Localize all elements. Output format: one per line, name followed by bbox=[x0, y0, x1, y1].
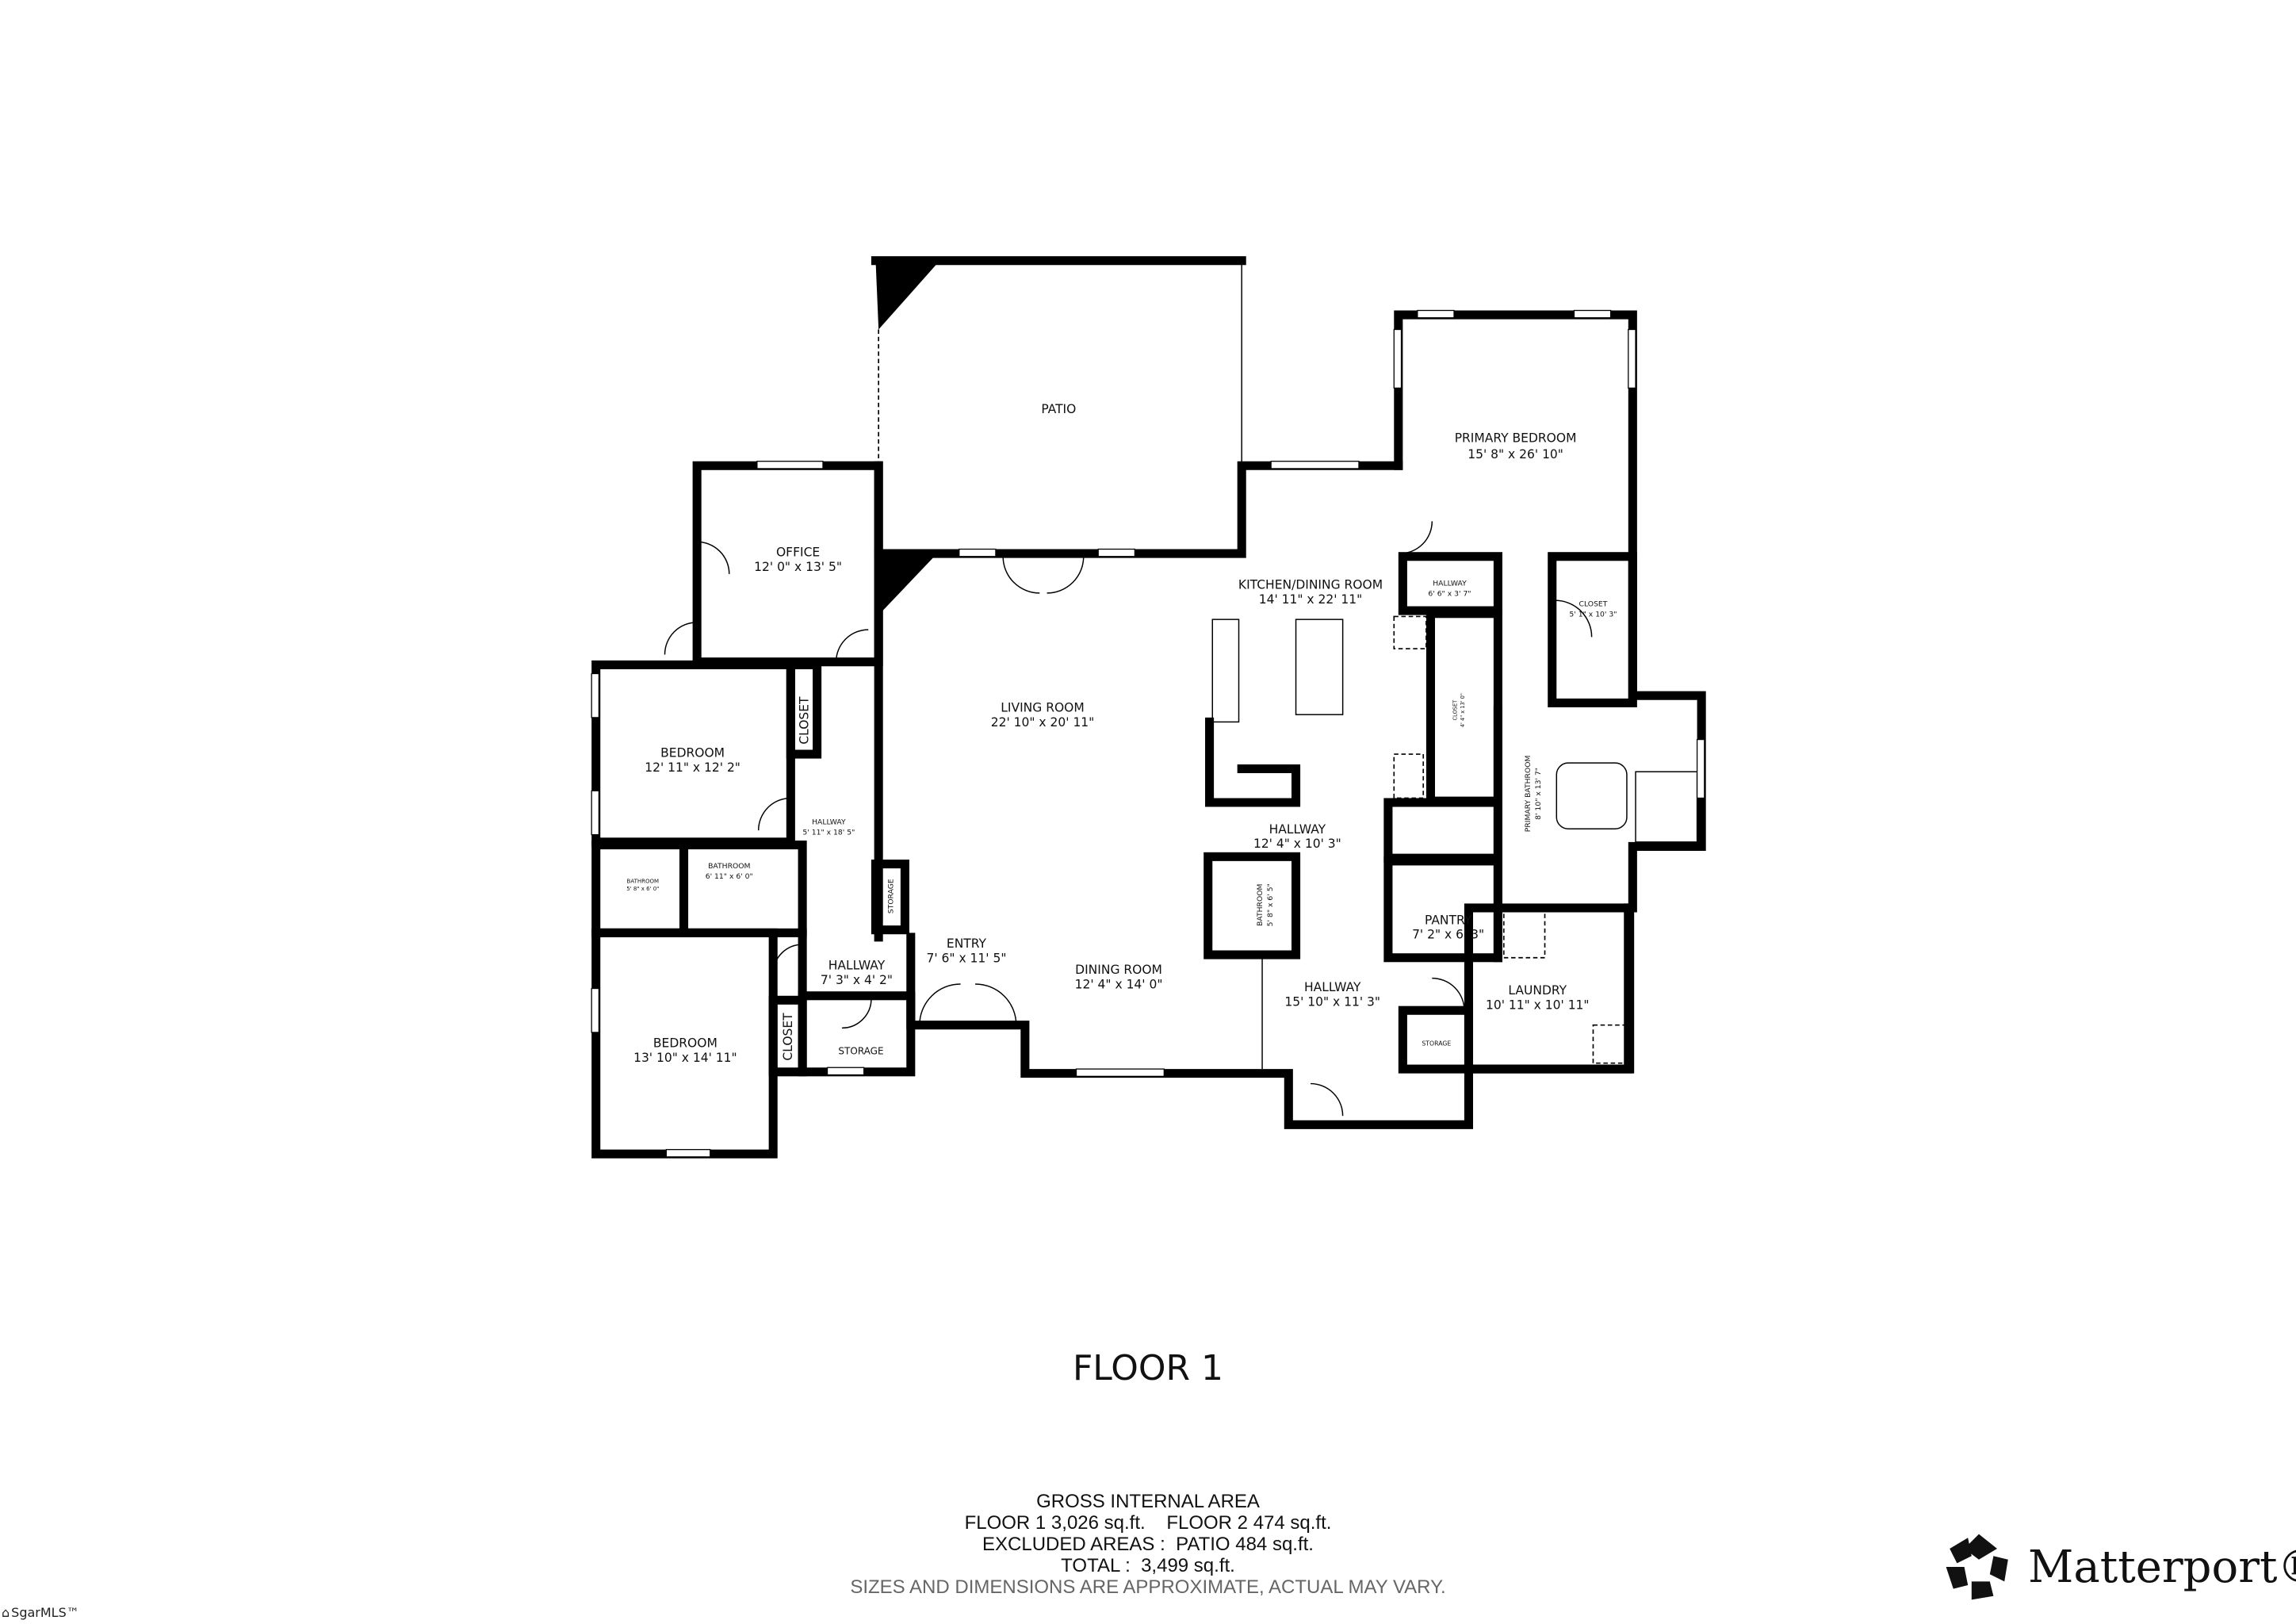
room-dims-laundry: 10' 11" x 10' 11" bbox=[1486, 998, 1590, 1012]
room-name-storage2: STORAGE bbox=[838, 1046, 883, 1057]
room-name-hallway-bottom: HALLWAY bbox=[1304, 980, 1361, 994]
room-name-kitchen: KITCHEN/DINING ROOM bbox=[1238, 577, 1383, 592]
room-dims-hallway-small: 6' 6" x 3' 7" bbox=[1428, 590, 1471, 599]
room-dims-closet-primary: 5' 1" x 10' 3" bbox=[1569, 610, 1617, 619]
room-dims-hallway-lower: 7' 3" x 4' 2" bbox=[821, 973, 893, 987]
room-name-pantry: PANTRY bbox=[1425, 913, 1472, 927]
room-dims-bedroom2: 13' 10" x 14' 11" bbox=[633, 1051, 737, 1065]
room-name-hallway-lower: HALLWAY bbox=[828, 959, 886, 973]
room-name-hallway-left: HALLWAY bbox=[812, 818, 846, 827]
room-labels: PATIO OFFICE 12' 0" x 13' 5" LIVING ROOM… bbox=[626, 402, 1617, 1065]
patio-outline bbox=[871, 256, 1246, 615]
room-name-closet1: CLOSET bbox=[798, 696, 812, 745]
room-name-bath2: BATHROOM bbox=[708, 862, 750, 871]
room-name-patio: PATIO bbox=[1041, 402, 1076, 416]
room-name-hallway-small: HALLWAY bbox=[1433, 580, 1467, 588]
area-floors: FLOOR 1 3,026 sq.ft. FLOOR 2 474 sq.ft. bbox=[964, 1512, 1332, 1534]
room-name-bedroom1: BEDROOM bbox=[660, 746, 725, 760]
room-dims-primary-bath: 8' 10" x 13' 7" bbox=[1534, 768, 1543, 820]
room-name-closet2: CLOSET bbox=[781, 1013, 795, 1061]
windows bbox=[591, 309, 1705, 1158]
room-name-laundry: LAUNDRY bbox=[1508, 983, 1567, 998]
doors bbox=[664, 521, 1593, 1116]
matterport-logo: Matterport® bbox=[1942, 1530, 2296, 1603]
room-name-dining: DINING ROOM bbox=[1075, 963, 1162, 977]
area-total: TOTAL : 3,499 sq.ft. bbox=[1061, 1555, 1235, 1576]
room-dims-hallway-left: 5' 11" x 18' 5" bbox=[802, 829, 855, 837]
area-heading: GROSS INTERNAL AREA bbox=[1036, 1491, 1260, 1512]
room-name-living: LIVING ROOM bbox=[1001, 701, 1084, 715]
room-dims-kitchen: 14' 11" x 22' 11" bbox=[1259, 592, 1363, 607]
room-name-bath-center: BATHROOM bbox=[1256, 884, 1265, 926]
room-dims-entry: 7' 6" x 11' 5" bbox=[926, 951, 1006, 965]
room-dims-hallway-bottom: 15' 10" x 11' 3" bbox=[1284, 995, 1380, 1009]
room-dims-closet-narrow: 4' 4" x 13' 0" bbox=[1460, 693, 1466, 727]
room-dims-bath-small: 5' 8" x 6' 0" bbox=[626, 885, 659, 892]
area-summary: GROSS INTERNAL AREA FLOOR 1 3,026 sq.ft.… bbox=[0, 1491, 2296, 1598]
room-name-storage1: STORAGE bbox=[887, 879, 896, 914]
mls-logo-text: SgarMLS™ bbox=[11, 1605, 79, 1620]
room-name-bath-small: BATHROOM bbox=[627, 878, 660, 885]
room-name-closet-primary: CLOSET bbox=[1579, 600, 1608, 609]
mls-logo: ⌂ SgarMLS™ bbox=[2, 1605, 79, 1620]
floor-title: FLOOR 1 bbox=[1072, 1348, 1224, 1388]
room-name-bedroom2: BEDROOM bbox=[653, 1036, 718, 1050]
room-dims-dining: 12' 4" x 14' 0" bbox=[1075, 978, 1163, 992]
room-name-hallway-center: HALLWAY bbox=[1269, 822, 1326, 837]
room-dims-living: 22' 10" x 20' 11" bbox=[991, 715, 1095, 730]
room-name-primary-bath: PRIMARY BATHROOM bbox=[1524, 756, 1533, 833]
room-name-primary-bedroom: PRIMARY BEDROOM bbox=[1455, 431, 1577, 446]
room-dims-bath-center: 5' 8" x 6' 5" bbox=[1266, 883, 1275, 926]
room-dims-pantry: 7' 2" x 6' 3" bbox=[1412, 928, 1484, 942]
room-name-closet-narrow: CLOSET bbox=[1452, 699, 1459, 721]
room-name-storage3: STORAGE bbox=[1422, 1040, 1451, 1048]
house-icon: ⌂ bbox=[2, 1605, 10, 1620]
room-dims-bedroom1: 12' 11" x 12' 2" bbox=[645, 760, 740, 775]
room-name-office: OFFICE bbox=[776, 546, 820, 560]
room-dims-bath2: 6' 11" x 6' 0" bbox=[706, 872, 753, 881]
matterport-brand: Matterport® bbox=[2028, 1541, 2296, 1593]
area-excluded: EXCLUDED AREAS : PATIO 484 sq.ft. bbox=[982, 1534, 1314, 1555]
matterport-pinwheel-icon bbox=[1946, 1534, 2008, 1600]
area-note: SIZES AND DIMENSIONS ARE APPROXIMATE, AC… bbox=[850, 1576, 1446, 1598]
room-name-entry: ENTRY bbox=[947, 936, 987, 951]
room-dims-office: 12' 0" x 13' 5" bbox=[754, 560, 842, 574]
room-dims-primary-bedroom: 15' 8" x 26' 10" bbox=[1468, 447, 1563, 462]
room-dims-hallway-center: 12' 4" x 10' 3" bbox=[1253, 837, 1341, 851]
